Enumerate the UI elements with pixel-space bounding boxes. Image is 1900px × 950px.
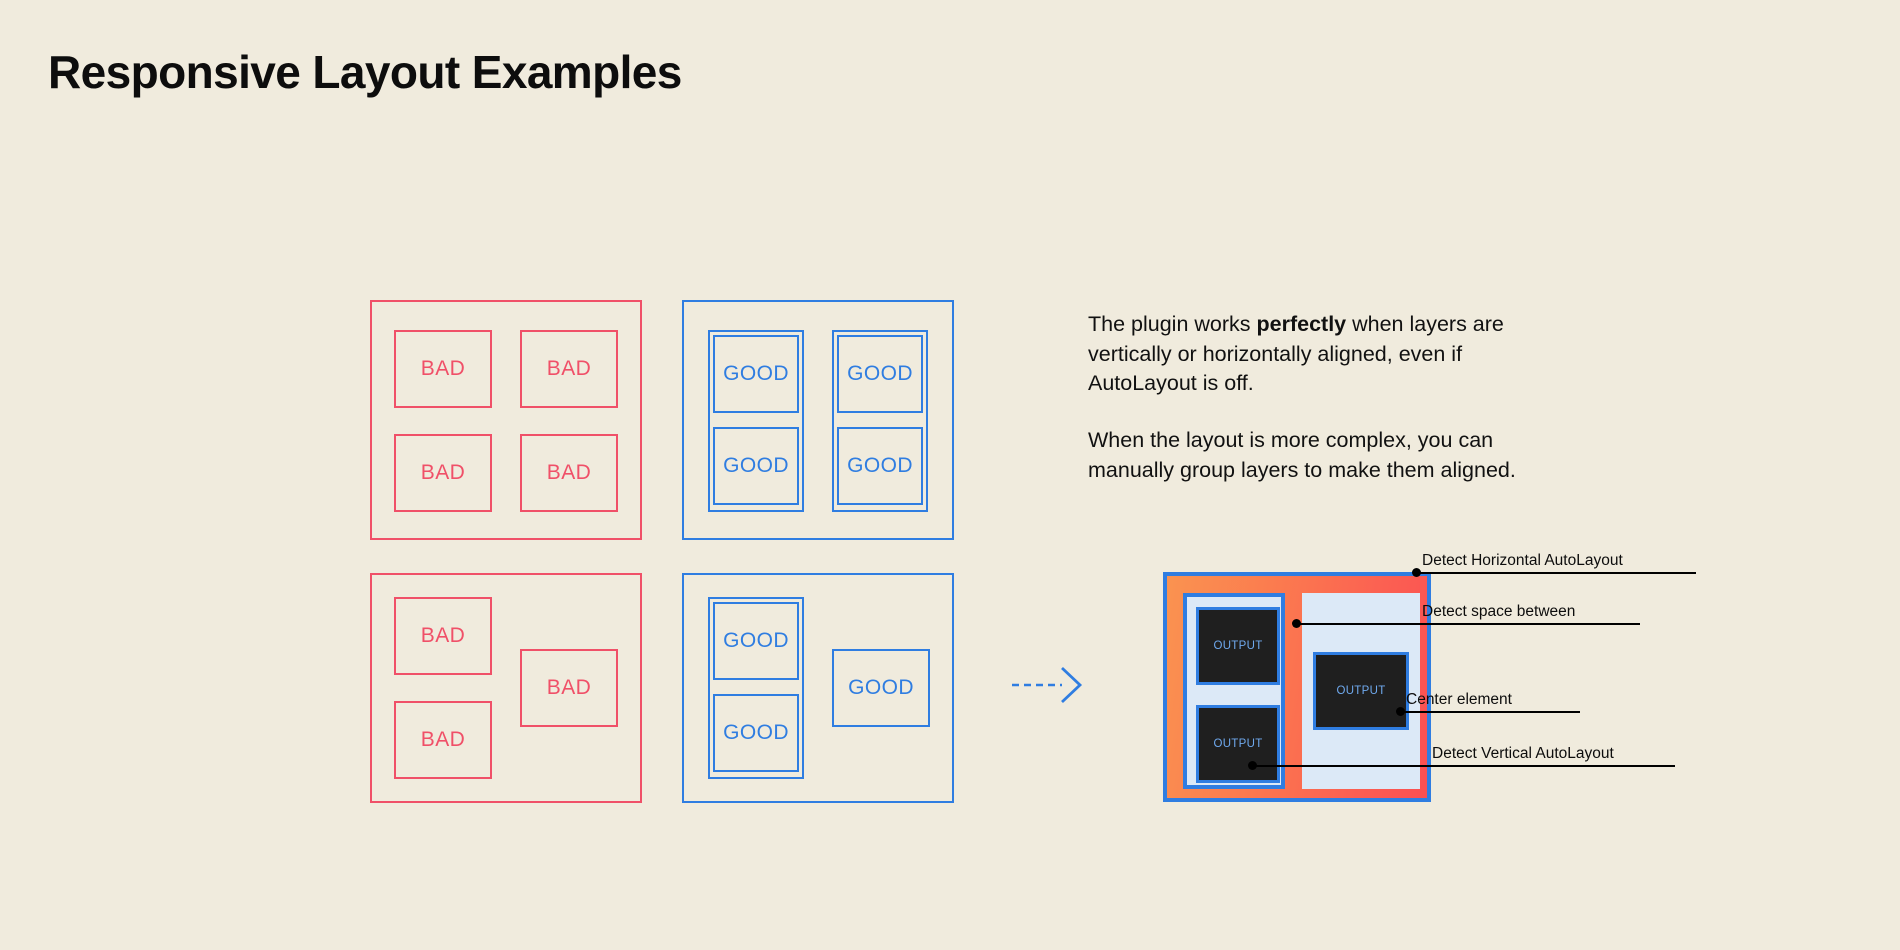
- cell-good: GOOD: [832, 649, 930, 727]
- leader-dot: [1396, 707, 1405, 717]
- annotation-label: Detect Horizontal AutoLayout: [1422, 552, 1623, 569]
- leader-dot: [1292, 619, 1301, 629]
- cell-good: GOOD: [837, 427, 923, 505]
- cell-good: GOOD: [713, 427, 799, 505]
- leader-dot: [1248, 761, 1257, 771]
- cell-bad: BAD: [520, 649, 618, 727]
- mockup-right-column: OUTPUT: [1302, 593, 1420, 789]
- annotation-label: Center element: [1406, 691, 1512, 708]
- page-title: Responsive Layout Examples: [48, 46, 682, 98]
- cell-good: GOOD: [713, 602, 799, 680]
- cell-bad: BAD: [394, 701, 492, 779]
- leader-line: [1396, 707, 1580, 717]
- paragraph-1-after: when layers are vertically or horizontal…: [1088, 312, 1504, 395]
- description-paragraph-1: The plugin works perfectly when layers a…: [1088, 310, 1558, 399]
- cell-bad: BAD: [520, 330, 618, 408]
- cell-bad: BAD: [520, 434, 618, 512]
- leader-dot: [1412, 568, 1421, 578]
- output-box: OUTPUT: [1196, 705, 1280, 783]
- layer-group-column-2: GOOD GOOD: [832, 330, 928, 512]
- cell-good: GOOD: [837, 335, 923, 413]
- example-panel-good-complex: GOOD GOOD GOOD: [682, 573, 954, 803]
- paragraph-1-emphasis: perfectly: [1256, 312, 1347, 336]
- output-box: OUTPUT: [1313, 652, 1409, 730]
- example-panel-good-grid: GOOD GOOD GOOD GOOD: [682, 300, 954, 540]
- annotation-detect-space-between: Detect space between: [1292, 603, 1640, 629]
- mockup-left-group: OUTPUT OUTPUT: [1183, 593, 1285, 789]
- cell-good: GOOD: [713, 694, 799, 772]
- annotation-detect-horizontal-autolayout: Detect Horizontal AutoLayout: [1412, 552, 1696, 578]
- autolayout-mockup-frame: OUTPUT OUTPUT OUTPUT: [1163, 572, 1431, 802]
- leader-line: [1248, 761, 1675, 771]
- example-panel-bad-complex: BAD BAD BAD: [370, 573, 642, 803]
- cell-bad: BAD: [394, 597, 492, 675]
- output-box: OUTPUT: [1196, 607, 1280, 685]
- cell-bad: BAD: [394, 330, 492, 408]
- paragraph-1-before: The plugin works: [1088, 312, 1257, 336]
- description-paragraph-2: When the layout is more complex, you can…: [1088, 428, 1516, 482]
- leader-line: [1412, 568, 1696, 578]
- annotation-center-element: Center element: [1396, 691, 1580, 717]
- annotation-label: Detect space between: [1422, 603, 1576, 620]
- layer-group-column-1: GOOD GOOD: [708, 330, 804, 512]
- cell-bad: BAD: [394, 434, 492, 512]
- annotation-detect-vertical-autolayout: Detect Vertical AutoLayout: [1248, 745, 1675, 771]
- cell-good: GOOD: [713, 335, 799, 413]
- annotation-label: Detect Vertical AutoLayout: [1432, 745, 1614, 762]
- example-panel-bad-grid: BAD BAD BAD BAD: [370, 300, 642, 540]
- dashed-arrow-right-icon: [1012, 666, 1083, 704]
- layer-group-column-1: GOOD GOOD: [708, 597, 804, 779]
- leader-line: [1292, 619, 1640, 629]
